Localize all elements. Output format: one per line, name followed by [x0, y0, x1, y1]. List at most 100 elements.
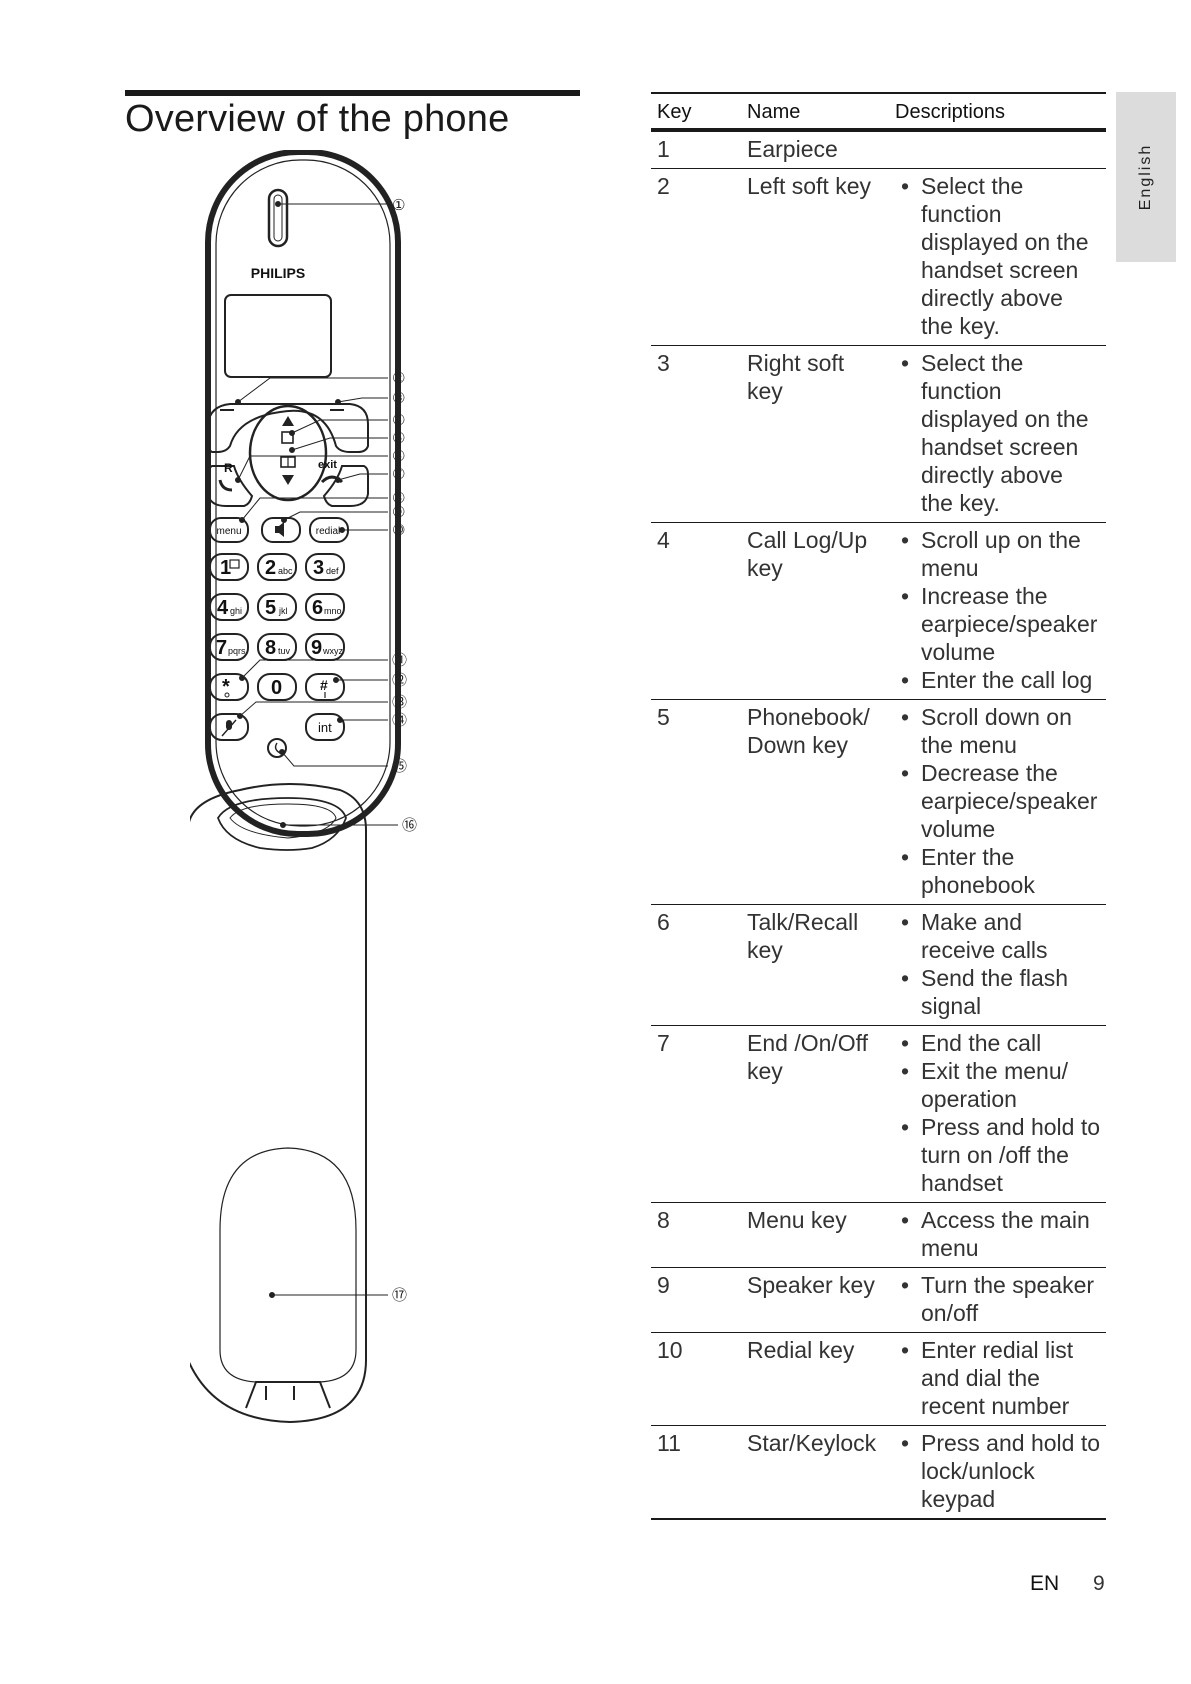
keypad-key-4 [209, 593, 249, 621]
table-row: 11 Star/Keylock Press and hold to lock/u… [651, 1425, 1106, 1520]
row-key: 2 [651, 168, 741, 346]
table-row: 6 Talk/Recall key Make and receive calls… [651, 904, 1106, 1026]
callout-10: ⑩ [392, 522, 405, 539]
table-row: 10 Redial key Enter redial list and dial… [651, 1332, 1106, 1426]
keypad-sub-8: tuv [278, 646, 291, 656]
row-name: Talk/Recall key [741, 904, 889, 1026]
table-header-row: Key Name Descriptions [651, 92, 1106, 132]
row-description: Select the function displayed on the han… [889, 168, 1106, 346]
mute-key [209, 713, 249, 741]
description-bullet: Press and hold to lock/unlock keypad [895, 1429, 1100, 1513]
row-description: Press and hold to lock/unlock keypad [889, 1425, 1106, 1520]
keypad-label-0: 0 [271, 677, 282, 699]
talk-icon [218, 479, 233, 492]
description-bullet: Select the function displayed on the han… [895, 349, 1100, 517]
table-row: 9 Speaker key Turn the speaker on/off [651, 1267, 1106, 1333]
keypad-key-8 [257, 633, 297, 661]
charger-cradle [190, 783, 367, 1424]
callout-16: ⑯ [402, 817, 417, 834]
footer-language: EN [1030, 1572, 1060, 1595]
keypad-key-hash [305, 673, 345, 701]
keypad-sub-5: jkl [278, 606, 288, 616]
callout-5: ⑤ [392, 430, 405, 447]
description-bullet: Turn the speaker on/off [895, 1271, 1100, 1327]
table-row: 1 Earpiece [651, 130, 1106, 169]
keypad-label-3: 3 [313, 557, 324, 579]
description-bullet: Scroll down on the menu [895, 703, 1100, 759]
description-bullet: Enter redial list and dial the recent nu… [895, 1336, 1100, 1420]
callout-4: ④ [392, 412, 405, 429]
keypad-label-1: 1 [220, 557, 231, 579]
call-log-icon [281, 431, 294, 444]
language-tab-label: English [1137, 143, 1155, 211]
menu-key [209, 517, 249, 543]
callout-12: ⑫ [392, 672, 407, 689]
row-description: Turn the speaker on/off [889, 1267, 1106, 1333]
row-key: 9 [651, 1267, 741, 1333]
description-bullet: Decrease the earpiece/speaker volume [895, 759, 1100, 843]
table-row: 3 Right soft key Select the function dis… [651, 345, 1106, 523]
callout-2: ② [392, 370, 405, 387]
callout-3: ③ [392, 390, 405, 407]
callout-1: ① [392, 197, 405, 214]
callout-11: ⑪ [392, 652, 407, 669]
row-description: Enter redial list and dial the recent nu… [889, 1332, 1106, 1426]
page-number: 9 [1093, 1572, 1105, 1595]
keypad-sub-4: ghi [230, 606, 242, 616]
row-key: 1 [651, 130, 741, 169]
row-key: 5 [651, 699, 741, 905]
keypad-label-hash: # [320, 677, 328, 693]
keypad-label-4: 4 [217, 597, 229, 619]
description-bullet: Send the flash signal [895, 964, 1100, 1020]
row-description: Scroll up on the menu Increase the earpi… [889, 522, 1106, 700]
table-row: 2 Left soft key Select the function disp… [651, 168, 1106, 346]
keypad-label-6: 6 [312, 597, 323, 619]
row-key: 10 [651, 1332, 741, 1426]
callout-15: ⑮ [392, 758, 407, 775]
page-footer: EN 9 [1030, 1572, 1105, 1596]
intercom-key [305, 713, 345, 741]
handset-body [205, 150, 401, 837]
row-description: Select the function displayed on the han… [889, 345, 1106, 523]
keypad-sub-2: abc [278, 566, 293, 576]
row-name: Speaker key [741, 1267, 889, 1333]
description-bullet: End the call [895, 1029, 1100, 1057]
row-name: Star/Keylock [741, 1425, 889, 1520]
navigation-ring [248, 404, 328, 502]
speaker-key [261, 517, 301, 543]
header-name: Name [741, 92, 889, 132]
row-description: End the call Exit the menu/ operation Pr… [889, 1025, 1106, 1203]
callout-14: ⑭ [392, 712, 407, 729]
phonebook-icon [280, 456, 296, 468]
keypad-key-1 [209, 553, 249, 581]
row-description [889, 130, 1106, 169]
table-row: 8 Menu key Access the main menu [651, 1202, 1106, 1268]
header-key: Key [651, 92, 741, 132]
keypad-key-7 [209, 633, 249, 661]
callout-9: ⑨ [392, 504, 405, 521]
speaker-icon [275, 522, 284, 537]
title-rule [125, 90, 580, 96]
row-name: Right soft key [741, 345, 889, 523]
description-bullet: Enter the phonebook [895, 843, 1100, 899]
description-bullet: Access the main menu [895, 1206, 1100, 1262]
intercom-key-label: int [318, 720, 332, 735]
callout-8: ⑧ [392, 490, 405, 507]
keypad-label-2: 2 [265, 557, 276, 579]
keylock-icon [224, 692, 230, 698]
menu-key-label: menu [216, 526, 241, 537]
row-key: 8 [651, 1202, 741, 1268]
description-bullet: Increase the earpiece/speaker volume [895, 582, 1100, 666]
redial-key-label: redial [316, 526, 340, 537]
description-bullet: Press and hold to turn on /off the hands… [895, 1113, 1100, 1197]
row-description: Access the main menu [889, 1202, 1106, 1268]
keypad-key-3 [305, 553, 345, 581]
row-name: Earpiece [741, 130, 889, 169]
voicemail-icon [229, 559, 240, 569]
row-name: Call Log/Up key [741, 522, 889, 700]
keypad-key-0 [257, 673, 297, 701]
phone-diagram: PHILIPS R exit menu redial 1 2 abc 3 def… [190, 150, 480, 1540]
handset-screen [224, 294, 332, 378]
keypad-key-2 [257, 553, 297, 581]
power-icon [267, 738, 287, 758]
